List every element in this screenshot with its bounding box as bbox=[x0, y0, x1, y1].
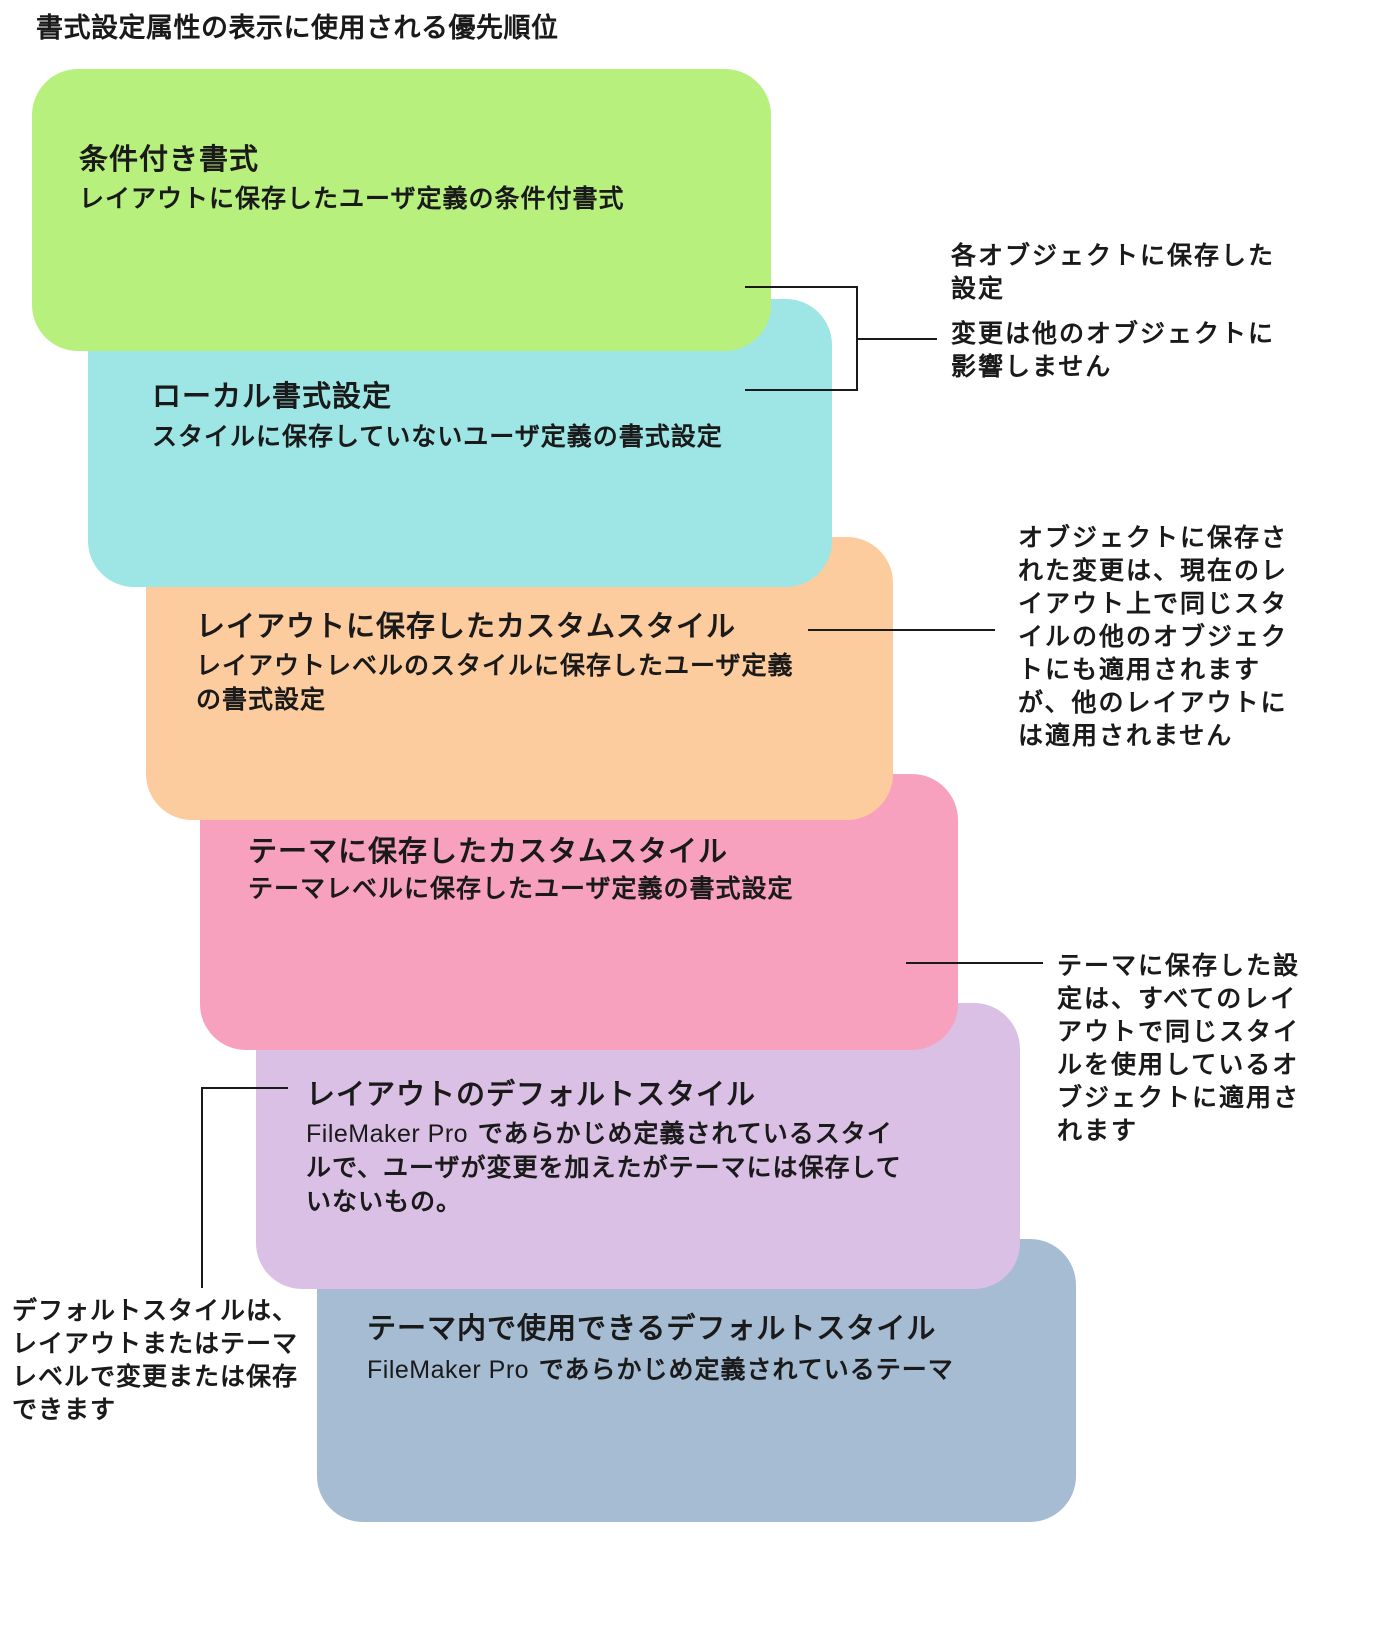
level-title: ローカル書式設定 bbox=[152, 379, 393, 413]
page-title: 書式設定属性の表示に使用される優先順位 bbox=[36, 13, 559, 44]
level-description-text: であらかじめ定義されているスタイ bbox=[468, 1119, 893, 1148]
note-line: トにも適用されます bbox=[1018, 655, 1262, 684]
level-description-line-3: いないもの。 bbox=[306, 1187, 463, 1216]
note-line: 設定 bbox=[951, 274, 1006, 303]
note-line: オブジェクトに保存さ bbox=[1018, 523, 1289, 552]
level-description: スタイルに保存していないユーザ定義の書式設定 bbox=[152, 422, 723, 451]
note-line: が、他のレイアウトに bbox=[1018, 688, 1288, 717]
note-line: れます bbox=[1057, 1116, 1139, 1145]
level-description: レイアウトに保存したユーザ定義の条件付書式 bbox=[79, 184, 625, 213]
app-name: FileMaker Pro bbox=[367, 1356, 530, 1384]
note-line: イアウト上で同じスタ bbox=[1018, 589, 1289, 618]
level-description-line-1: レイアウトレベルのスタイルに保存したユーザ定義 bbox=[196, 651, 794, 680]
level-box-conditional-formatting: 条件付き書式 レイアウトに保存したユーザ定義の条件付書式 bbox=[32, 69, 771, 351]
level-description-line-1: FileMaker Pro であらかじめ定義されているスタイ bbox=[306, 1117, 986, 1151]
note-line: アウトで同じスタイ bbox=[1057, 1017, 1301, 1046]
app-name: FileMaker Pro bbox=[306, 1120, 469, 1148]
level-title: レイアウトに保存したカスタムスタイル bbox=[196, 609, 737, 643]
level-description: FileMaker Pro であらかじめ定義されているテーマ bbox=[367, 1353, 1047, 1387]
note-default-styles: デフォルトスタイルは、 レイアウトまたはテーマ レベルで変更または保存 できます bbox=[12, 1294, 322, 1426]
level-box-theme-custom-styles: テーマに保存したカスタムスタイル テーマレベルに保存したユーザ定義の書式設定 bbox=[200, 774, 958, 1050]
note-theme-settings: テーマに保存した設 定は、すべてのレイ アウトで同じスタイ ルを使用しているオ … bbox=[1057, 949, 1367, 1147]
level-description: レイアウトレベルのスタイルに保存したユーザ定義 の書式設定 bbox=[196, 649, 876, 717]
note-line: 変更は他のオブジェクトに bbox=[951, 319, 1276, 348]
note-line: デフォルトスタイルは、 bbox=[12, 1296, 299, 1325]
note-line: 各オブジェクトに保存した bbox=[951, 241, 1276, 270]
note-line: テーマに保存した設 bbox=[1057, 951, 1301, 980]
bracket-object-settings bbox=[745, 286, 937, 391]
connector-default-styles bbox=[201, 1087, 288, 1288]
level-title: レイアウトのデフォルトスタイル bbox=[306, 1077, 757, 1111]
note-line: できます bbox=[12, 1395, 117, 1424]
note-line: ブジェクトに適用さ bbox=[1057, 1083, 1301, 1112]
level-title: 条件付き書式 bbox=[79, 142, 260, 176]
level-title: テーマに保存したカスタムスタイル bbox=[248, 834, 729, 868]
level-box-layout-default-styles: レイアウトのデフォルトスタイル FileMaker Pro であらかじめ定義され… bbox=[256, 1003, 1020, 1289]
level-description: FileMaker Pro であらかじめ定義されているスタイ ルで、ユーザが変更… bbox=[306, 1117, 986, 1219]
level-description-text: であらかじめ定義されているテーマ bbox=[529, 1355, 954, 1384]
note-line: は適用されません bbox=[1018, 721, 1234, 750]
note-line: 定は、すべてのレイ bbox=[1057, 984, 1298, 1013]
note-line: イルの他のオブジェク bbox=[1018, 622, 1289, 651]
note-line: レイアウトまたはテーマ bbox=[12, 1329, 299, 1358]
note-line: レベルで変更または保存 bbox=[12, 1362, 299, 1391]
note-object-settings: 各オブジェクトに保存した 設定 変更は他のオブジェクトに 影響しません bbox=[951, 239, 1351, 383]
level-title: テーマ内で使用できるデフォルトスタイル bbox=[367, 1311, 937, 1345]
note-layout-settings: オブジェクトに保存さ れた変更は、現在のレ イアウト上で同じスタ イルの他のオブ… bbox=[1018, 521, 1358, 752]
level-description-line-2: の書式設定 bbox=[196, 685, 327, 714]
note-line: ルを使用しているオ bbox=[1057, 1050, 1300, 1079]
level-description: テーマレベルに保存したユーザ定義の書式設定 bbox=[248, 874, 794, 903]
note-line: 影響しません bbox=[951, 352, 1113, 381]
note-line: れた変更は、現在のレ bbox=[1018, 556, 1289, 585]
level-description-line-2: ルで、ユーザが変更を加えたがテーマには保存して bbox=[306, 1153, 902, 1182]
